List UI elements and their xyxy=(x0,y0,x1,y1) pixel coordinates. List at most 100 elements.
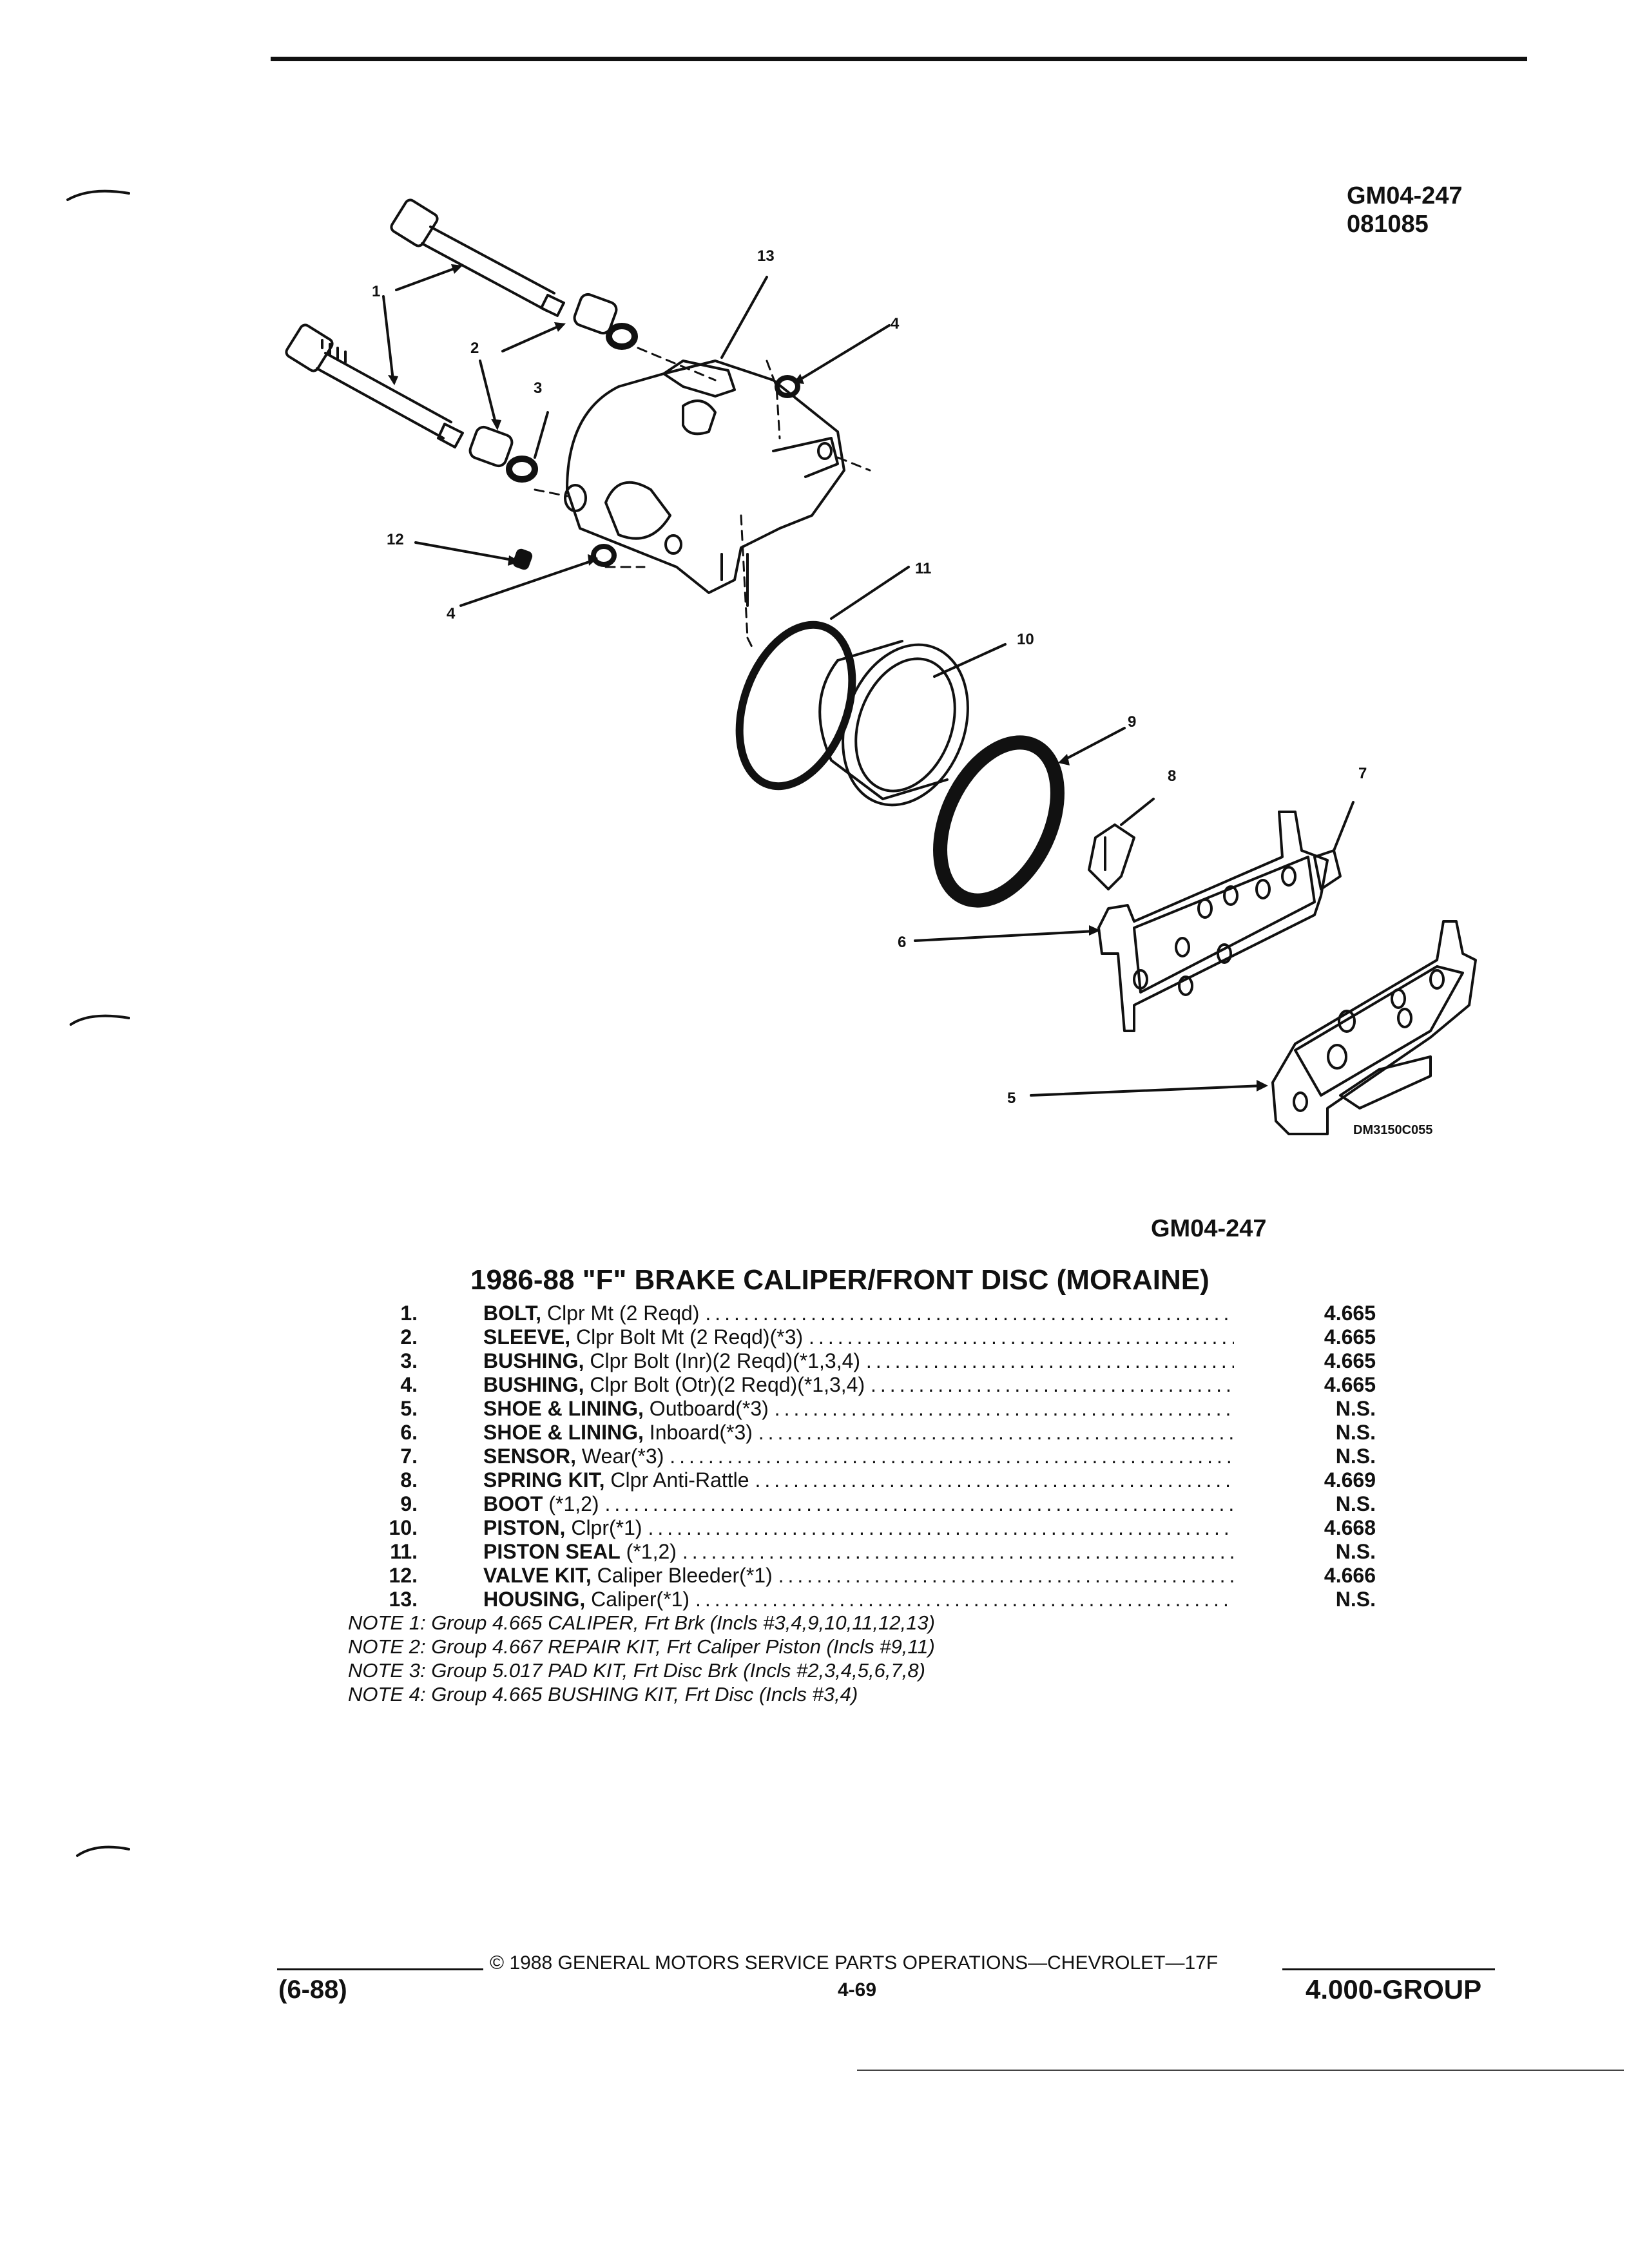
bushing-inner-upper xyxy=(606,323,638,350)
outboard-shoe-lining xyxy=(1271,920,1477,1135)
bleeder-valve xyxy=(512,548,533,570)
part-group: 4.665 xyxy=(1324,1349,1376,1372)
callout-5: 5 xyxy=(1007,1090,1016,1107)
part-number: 3. xyxy=(400,1349,418,1372)
margin-mark xyxy=(76,1845,130,1857)
part-name: VALVE KIT, xyxy=(483,1564,592,1587)
part-number: 12. xyxy=(389,1564,418,1587)
bolt-upper xyxy=(390,198,565,317)
figure-code: GM04-247 081085 xyxy=(1347,182,1463,238)
part-detail: (*1,2) xyxy=(543,1492,599,1515)
parts-list-title: 1986-88 "F" BRAKE CALIPER/FRONT DISC (MO… xyxy=(470,1264,1210,1296)
part-description: VALVE KIT, Caliper Bleeder(*1) .........… xyxy=(483,1564,1234,1588)
part-number: 4. xyxy=(400,1373,418,1396)
part-detail: Clpr Mt (2 Reqd) xyxy=(541,1302,700,1325)
parts-list: 1. BOLT, Clpr Mt (2 Reqd) ...............… xyxy=(348,1302,1392,1611)
leader-dots: ........................................… xyxy=(865,1349,1234,1372)
part-name: SPRING KIT, xyxy=(483,1468,605,1492)
piston xyxy=(818,640,969,807)
note-3: NOTE 3: Group 5.017 PAD KIT, Frt Disc Br… xyxy=(348,1659,925,1682)
figure-id: GM04-247 xyxy=(1151,1215,1267,1242)
leader-dots: ........................................… xyxy=(755,1468,1234,1492)
callout-4-lower: 4 xyxy=(447,605,456,622)
part-description: SLEEVE, Clpr Bolt Mt (2 Reqd)(*3) ......… xyxy=(483,1325,1234,1349)
part-description: PISTON SEAL (*1,2) .....................… xyxy=(483,1540,1234,1564)
note-2: NOTE 2: Group 4.667 REPAIR KIT, Frt Cali… xyxy=(348,1635,935,1658)
part-detail: Inboard(*3) xyxy=(643,1421,753,1444)
part-number: 9. xyxy=(400,1492,418,1515)
part-group: 4.668 xyxy=(1324,1516,1376,1539)
part-detail: Clpr Bolt Mt (2 Reqd)(*3) xyxy=(570,1325,804,1349)
part-detail: Clpr Bolt (Otr)(2 Reqd)(*1,3,4) xyxy=(584,1373,865,1396)
part-group: N.S. xyxy=(1335,1397,1376,1420)
leader-dots: ........................................… xyxy=(809,1325,1234,1349)
leader-lines xyxy=(382,266,1354,1097)
list-item: 8.SPRING KIT, Clpr Anti-Rattle .........… xyxy=(348,1468,1392,1492)
inboard-shoe-lining xyxy=(1097,811,1329,1032)
part-name: BOOT xyxy=(483,1492,543,1515)
leader-dots: ........................................… xyxy=(871,1373,1234,1396)
part-detail: Caliper(*1) xyxy=(585,1588,690,1611)
list-item: 10.PISTON, Clpr(*1) ....................… xyxy=(348,1516,1392,1540)
part-description: BUSHING, Clpr Bolt (Inr)(2 Reqd)(*1,3,4)… xyxy=(483,1349,1234,1373)
leader-dots: ........................................… xyxy=(774,1397,1234,1420)
leader-dots: ........................................… xyxy=(648,1516,1234,1539)
part-number: 6. xyxy=(400,1421,418,1444)
part-description: SPRING KIT, Clpr Anti-Rattle ...........… xyxy=(483,1468,1234,1492)
part-number: 10. xyxy=(389,1516,418,1539)
footer-rule-left xyxy=(277,1968,483,1970)
spring-kit xyxy=(1088,823,1135,890)
list-item: 12. VALVE KIT, Caliper Bleeder(*1) ......… xyxy=(348,1564,1392,1588)
part-name: BOLT, xyxy=(483,1302,542,1325)
leader-dots: ........................................… xyxy=(670,1445,1234,1468)
footer-rule-right xyxy=(1282,1968,1495,1970)
part-detail: (*1,2) xyxy=(620,1540,677,1563)
callout-10: 10 xyxy=(1017,631,1034,648)
part-description: BUSHING, Clpr Bolt (Otr)(2 Reqd)(*1,3,4)… xyxy=(483,1373,1234,1397)
note-1: NOTE 1: Group 4.665 CALIPER, Frt Brk (In… xyxy=(348,1611,935,1634)
part-description: BOOT (*1,2) ............................… xyxy=(483,1492,1234,1516)
leader-dots: ........................................… xyxy=(758,1421,1234,1444)
part-name: SHOE & LINING, xyxy=(483,1421,644,1444)
list-item: 5.SHOE & LINING, Outboard(*3) ..........… xyxy=(348,1397,1392,1421)
list-item: 9. BOOT (*1,2) ..........................… xyxy=(348,1492,1392,1516)
part-description: SENSOR, Wear(*3) .......................… xyxy=(483,1445,1234,1468)
sleeve-upper xyxy=(573,293,618,335)
part-group: 4.665 xyxy=(1324,1373,1376,1396)
arrowheads xyxy=(388,264,1268,1091)
footer-group: 4.000-GROUP xyxy=(1306,1974,1482,2004)
leader-dots: ........................................… xyxy=(695,1588,1234,1611)
callout-1: 1 xyxy=(372,283,380,300)
callout-4-upper: 4 xyxy=(891,315,900,332)
leader-dots: ........................................… xyxy=(604,1492,1234,1515)
part-detail: Clpr Anti-Rattle xyxy=(604,1468,749,1492)
part-name: PISTON SEAL xyxy=(483,1540,621,1563)
callout-2: 2 xyxy=(470,340,479,357)
top-rule xyxy=(271,57,1527,61)
part-name: BUSHING, xyxy=(483,1373,584,1396)
part-description: HOUSING, Caliper(*1) ...................… xyxy=(483,1588,1234,1611)
list-item: 3. BUSHING, Clpr Bolt (Inr)(2 Reqd)(*1,3,… xyxy=(348,1349,1392,1373)
part-number: 5. xyxy=(400,1397,418,1420)
part-group: 4.665 xyxy=(1324,1325,1376,1349)
leader-dots: ........................................… xyxy=(682,1540,1234,1563)
list-item: 7.SENSOR, Wear(*3) .....................… xyxy=(348,1445,1392,1468)
part-detail: Wear(*3) xyxy=(576,1445,664,1468)
part-group: 4.665 xyxy=(1324,1302,1376,1325)
margin-mark xyxy=(66,189,130,201)
list-item: 4. BUSHING, Clpr Bolt (Otr)(2 Reqd)(*1,3,… xyxy=(348,1373,1392,1397)
part-detail: Clpr Bolt (Inr)(2 Reqd)(*1,3,4) xyxy=(584,1349,861,1372)
bolt-lower xyxy=(285,323,464,448)
part-number: 13. xyxy=(389,1588,418,1611)
part-group: N.S. xyxy=(1335,1445,1376,1468)
part-name: HOUSING, xyxy=(483,1588,586,1611)
art-code: DM3150C055 xyxy=(1353,1123,1432,1137)
part-detail: Clpr(*1) xyxy=(565,1516,642,1539)
part-group: N.S. xyxy=(1335,1588,1376,1611)
part-number: 1. xyxy=(400,1302,418,1325)
boot xyxy=(933,735,1065,908)
part-name: SLEEVE, xyxy=(483,1325,571,1349)
part-group: N.S. xyxy=(1335,1492,1376,1515)
bottom-rule xyxy=(857,2070,1624,2071)
